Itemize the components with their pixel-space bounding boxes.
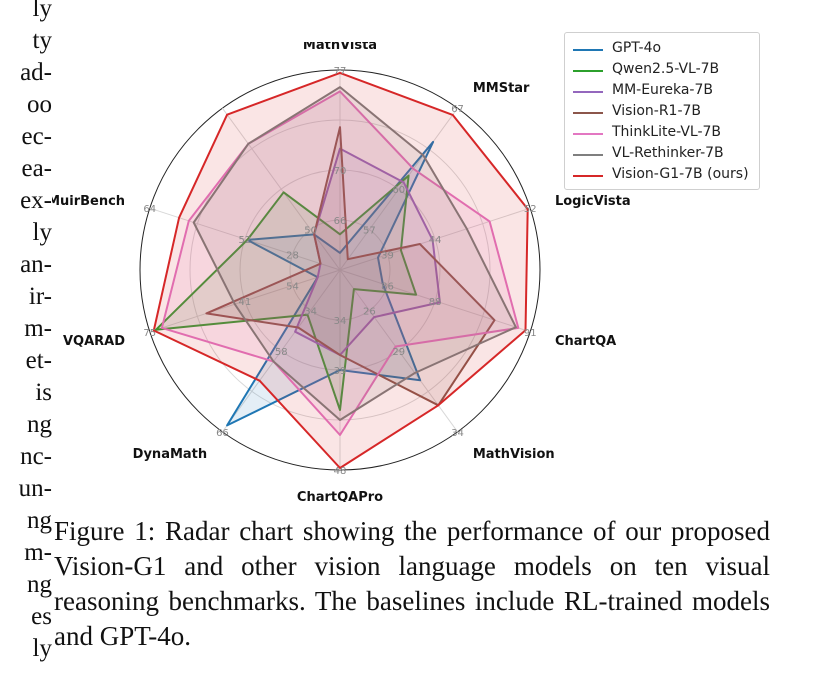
left-column-line: ng (27, 411, 52, 438)
left-column-line: oo (27, 91, 52, 118)
series-vision-r1-7b-polygon (205, 126, 496, 407)
tick-label: 86 (381, 281, 394, 292)
legend-item: VL-Rethinker-7B (565, 144, 759, 164)
tick-label: 44 (429, 235, 442, 246)
axis-spoke (222, 269, 341, 433)
legend-label: MM-Eureka-7B (612, 82, 713, 98)
series-vision-g1-7b-ours-polygon (152, 71, 529, 469)
axis-spoke (149, 207, 341, 271)
legend-item: MM-Eureka-7B (565, 81, 759, 101)
legend-item: GPT-4o (565, 39, 759, 59)
tick-label: 28 (286, 251, 299, 262)
legend-item: Vision-G1-7B (ours) (565, 165, 759, 185)
radar-chart: 66 70 77 57 60 67 39 44 52 86 88 91 26 29 34 34 39 48 34 58… (52, 42, 631, 502)
axis-label: MathVision (473, 447, 555, 462)
axis-spoke (339, 269, 531, 333)
tick-label: 91 (524, 328, 537, 339)
left-column-line: et- (25, 347, 52, 374)
axis-spoke (222, 107, 341, 271)
tick-label: 70 (334, 166, 347, 177)
axis-label: MMStar (473, 81, 530, 96)
tick-label: 52 (239, 235, 252, 246)
legend-swatch (573, 133, 603, 135)
tick-label: 60 (392, 185, 405, 196)
tick-label: 75 (143, 328, 156, 339)
tick-label: 64 (143, 204, 156, 215)
series-qwen2-5-vl-7b-polygon (154, 174, 418, 411)
legend-item: Qwen2.5-VL-7B (565, 60, 759, 80)
left-column-line: ex- (20, 187, 52, 214)
tick-label: 77 (334, 66, 347, 77)
series-thinklite-vl-7b-polygon (160, 90, 520, 436)
left-column-line: ly (32, 0, 52, 22)
axis-label: DynaMath (133, 447, 207, 462)
series-gpt-4o-polygon (226, 140, 435, 427)
left-column-line: es (31, 603, 52, 630)
left-column-line: nc- (20, 443, 52, 470)
axis-label: MathVista (303, 42, 377, 53)
left-column-line: m- (24, 539, 52, 566)
legend-label: GPT-4o (612, 40, 662, 56)
axis-label: LogicVista (555, 194, 631, 209)
axis-label: MuirBench (52, 194, 125, 209)
legend-item: ThinkLite-VL-7B (565, 123, 759, 143)
tick-label: 57 (363, 226, 376, 237)
tick-label: 58 (275, 347, 288, 358)
axis-spoke (339, 107, 458, 271)
legend-label: VL-Rethinker-7B (612, 145, 724, 161)
legend-label: Qwen2.5-VL-7B (612, 61, 720, 77)
legend-label: ThinkLite-VL-7B (612, 124, 722, 140)
tick-label: 88 (429, 297, 442, 308)
axis-label: ChartQAPro (297, 490, 383, 502)
left-column-line: ea- (21, 155, 52, 182)
tick-label: 52 (524, 204, 537, 215)
figure-caption: Figure 1: Radar chart showing the perfor… (54, 516, 770, 651)
legend-swatch (573, 112, 603, 114)
left-column-line: an- (20, 251, 52, 278)
left-column-line: ly (32, 635, 52, 662)
tick-label: 66 (216, 428, 229, 439)
left-column-line: m- (24, 315, 52, 342)
tick-label: 48 (334, 466, 347, 477)
tick-label: 29 (392, 347, 405, 358)
left-column-line: is (35, 379, 52, 406)
tick-label: 67 (451, 104, 464, 115)
axis-label: ChartQA (555, 334, 616, 349)
left-column-line: ly (32, 219, 52, 246)
tick-label: 41 (239, 297, 252, 308)
legend-item: Vision-R1-7B (565, 102, 759, 122)
tick-label: 34 (334, 316, 347, 327)
legend-label: Vision-R1-7B (612, 103, 702, 119)
axis-label: VQARAD (63, 334, 125, 349)
axis-spoke (149, 269, 341, 333)
left-column-text: ly ty ad-oo ec-ea-ex-ly an-ir-m-et-is ng nc-un… (0, 0, 52, 676)
tick-label: 66 (334, 216, 347, 227)
left-column-line: ad- (20, 59, 52, 86)
legend-swatch (573, 91, 603, 93)
legend-swatch (573, 175, 603, 177)
left-column-line: ty (32, 27, 52, 54)
axis-spoke (339, 207, 531, 271)
tick-label: 39 (334, 366, 347, 377)
legend-swatch (573, 154, 603, 156)
tick-label: 54 (286, 281, 299, 292)
legend-swatch (573, 70, 603, 72)
legend-swatch (573, 49, 603, 51)
legend-label: Vision-G1-7B (ours) (612, 166, 749, 182)
left-column-line: ir- (28, 283, 52, 310)
left-column-line: ng (27, 507, 52, 534)
tick-label: 34 (451, 428, 464, 439)
left-column-line: ng (27, 571, 52, 598)
tick-label: 39 (381, 251, 394, 262)
series-vl-rethinker-7b-polygon (192, 86, 517, 421)
tick-label: 50 (304, 226, 317, 237)
left-column-line: ec- (21, 123, 52, 150)
tick-label: 26 (363, 306, 376, 317)
tick-label: 34 (304, 306, 317, 317)
left-column-line: un- (18, 475, 52, 502)
